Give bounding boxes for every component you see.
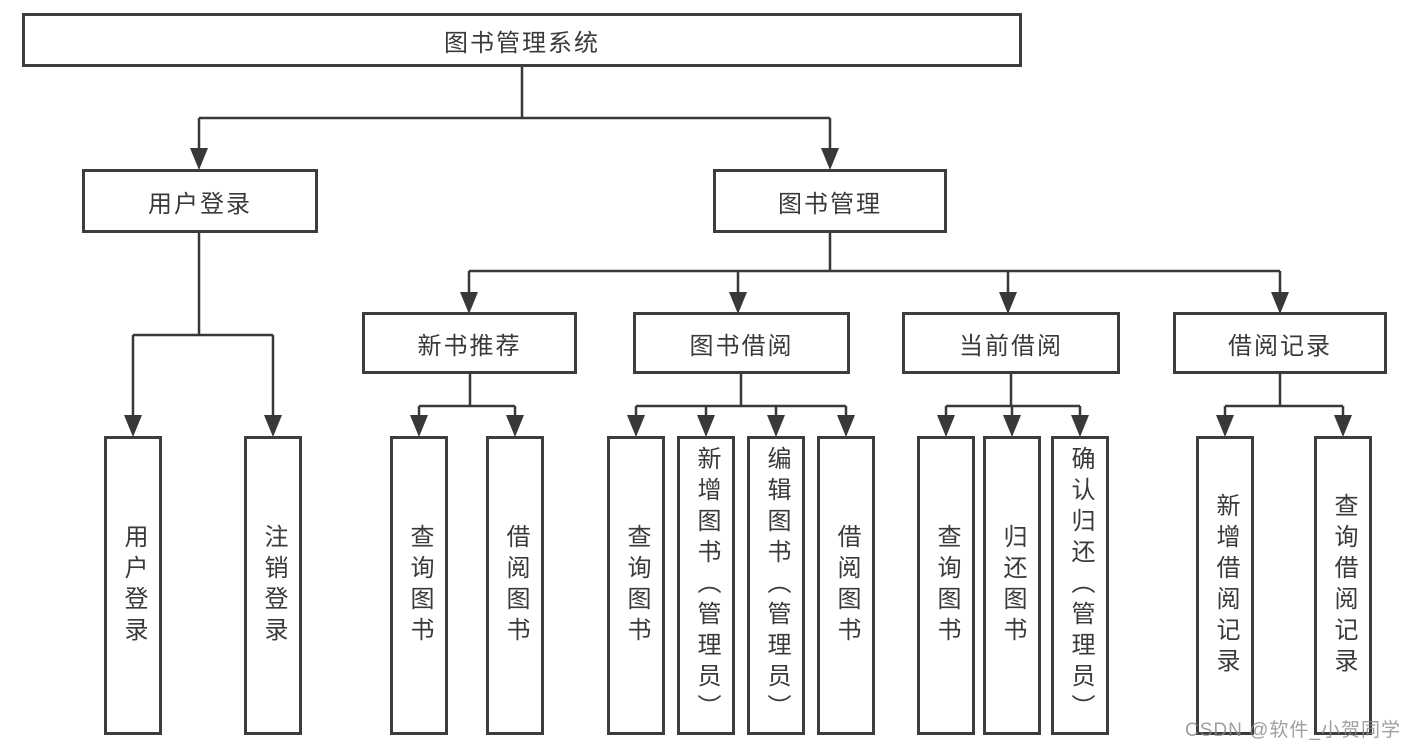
- arrow-down-icon: [767, 415, 785, 437]
- leaf-newbook-borrow: 借阅图书: [486, 436, 544, 735]
- arrow-down-icon: [627, 415, 645, 437]
- node-root: 图书管理系统: [22, 13, 1022, 67]
- arrow-down-icon: [190, 148, 208, 170]
- node-book-borrowing-label: 图书借阅: [689, 332, 794, 360]
- arrow-down-icon: [124, 415, 142, 437]
- arrowheads: [124, 148, 1352, 437]
- arrow-down-icon: [1003, 415, 1021, 437]
- leaf-current-confirm-admin-label: 确认归还（管理员）: [1067, 446, 1094, 725]
- leaf-borrowing-borrow-label: 借阅图书: [833, 523, 860, 648]
- leaf-newbook-query-label: 查询图书: [406, 523, 433, 648]
- leaf-borrowing-borrow: 借阅图书: [817, 436, 875, 735]
- leaf-borrowing-query-label: 查询图书: [623, 523, 650, 648]
- node-user-login: 用户登录: [82, 169, 318, 233]
- node-book-borrowing: 图书借阅: [633, 312, 850, 374]
- node-current-borrowing: 当前借阅: [902, 312, 1120, 374]
- node-root-label: 图书管理系统: [444, 29, 600, 57]
- arrow-down-icon: [1271, 292, 1289, 314]
- leaf-borrowing-edit-admin: 编辑图书（管理员）: [747, 436, 805, 735]
- leaf-record-add: 新增借阅记录: [1196, 436, 1254, 735]
- arrow-down-icon: [697, 415, 715, 437]
- node-user-login-label: 用户登录: [148, 190, 252, 218]
- leaf-user-login: 用户登录: [104, 436, 162, 735]
- node-book-management: 图书管理: [713, 169, 947, 233]
- leaf-current-return-label: 归还图书: [999, 523, 1026, 648]
- leaf-borrowing-edit-admin-label: 编辑图书（管理员）: [763, 446, 790, 725]
- leaf-logout-label: 注销登录: [260, 523, 287, 648]
- leaf-newbook-borrow-label: 借阅图书: [502, 523, 529, 648]
- csdn-watermark: CSDN @软件_小贺同学: [1185, 720, 1401, 741]
- arrow-down-icon: [1216, 415, 1234, 437]
- leaf-borrowing-add-admin: 新增图书（管理员）: [677, 436, 735, 735]
- arrow-down-icon: [1071, 415, 1089, 437]
- leaf-borrowing-add-admin-label: 新增图书（管理员）: [693, 446, 720, 725]
- arrow-down-icon: [410, 415, 428, 437]
- leaf-user-login-label: 用户登录: [120, 523, 147, 648]
- connector-lines: [131, 67, 1345, 433]
- arrow-down-icon: [937, 415, 955, 437]
- arrow-down-icon: [821, 148, 839, 170]
- node-borrowing-records-label: 借阅记录: [1228, 332, 1332, 360]
- leaf-current-query: 查询图书: [917, 436, 975, 735]
- arrow-down-icon: [999, 292, 1017, 314]
- leaf-record-query: 查询借阅记录: [1314, 436, 1372, 735]
- arrow-down-icon: [460, 292, 478, 314]
- node-new-book-recommend: 新书推荐: [362, 312, 577, 374]
- arrow-down-icon: [264, 415, 282, 437]
- node-borrowing-records: 借阅记录: [1173, 312, 1387, 374]
- leaf-record-query-label: 查询借阅记录: [1330, 492, 1357, 679]
- node-current-borrowing-label: 当前借阅: [959, 332, 1063, 360]
- node-new-book-recommend-label: 新书推荐: [417, 332, 522, 360]
- leaf-record-add-label: 新增借阅记录: [1212, 492, 1239, 679]
- arrow-down-icon: [729, 292, 747, 314]
- arrow-down-icon: [837, 415, 855, 437]
- node-book-management-label: 图书管理: [778, 190, 882, 218]
- leaf-current-confirm-admin: 确认归还（管理员）: [1051, 436, 1109, 735]
- arrow-down-icon: [506, 415, 524, 437]
- arrow-down-icon: [1334, 415, 1352, 437]
- leaf-current-query-label: 查询图书: [933, 523, 960, 648]
- leaf-newbook-query: 查询图书: [390, 436, 448, 735]
- leaf-borrowing-query: 查询图书: [607, 436, 665, 735]
- leaf-current-return: 归还图书: [983, 436, 1041, 735]
- leaf-logout: 注销登录: [244, 436, 302, 735]
